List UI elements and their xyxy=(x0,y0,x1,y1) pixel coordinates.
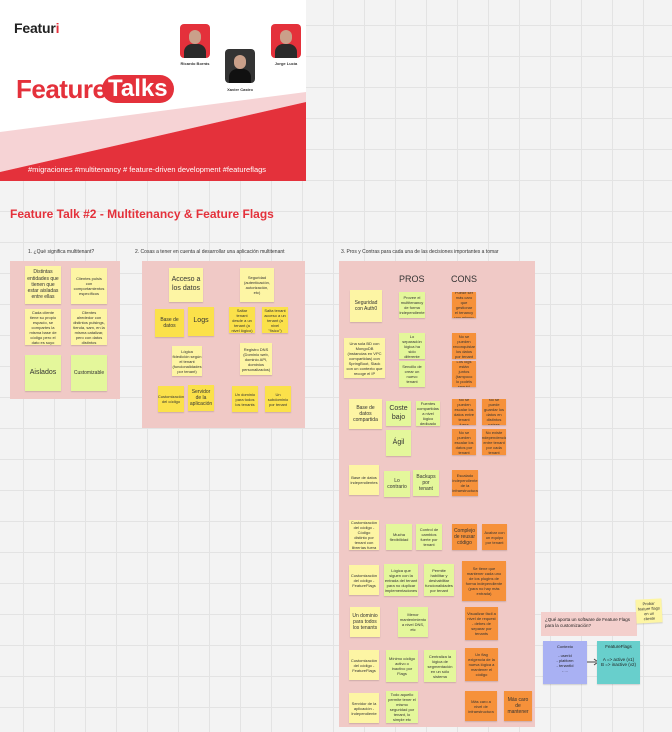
pros-heading: PROS xyxy=(399,274,425,284)
sticky-note[interactable]: Logs xyxy=(188,307,214,336)
sticky-note[interactable]: Visualizar fácil a nivel de request - de… xyxy=(465,607,498,640)
sticky-note[interactable]: Acceso a los datos xyxy=(169,268,203,302)
sticky-note[interactable]: Un subdominio por tenant xyxy=(265,386,291,412)
sticky-note[interactable]: Coste bajo xyxy=(386,401,411,426)
sticky-note[interactable]: Servidor de la aplicación xyxy=(188,385,214,411)
sticky-note[interactable]: Customización del código - FeatureFlags xyxy=(349,650,379,680)
sticky-note[interactable]: Una sola BD con MongoDB (instancias en V… xyxy=(344,338,385,378)
sticky-note[interactable]: Lógica que siguen con la entrada del ten… xyxy=(384,564,418,596)
sticky-note[interactable]: Mínimo código activo o inactivo por Flag… xyxy=(386,650,418,682)
sticky-note[interactable]: Distintas entidades que tienen que estar… xyxy=(25,266,61,304)
sticky-note[interactable]: Aislados xyxy=(25,355,61,391)
speaker-avatar xyxy=(225,49,255,83)
sticky-note[interactable]: Salta tenant acceso a un tenant (a nivel… xyxy=(262,307,288,333)
sticky-note[interactable]: Control de cambios fuerte por tenant xyxy=(416,524,442,550)
sticky-note[interactable]: Probar feature flags en un cliente xyxy=(635,598,663,624)
sticky-note[interactable]: No se pueden escalar los datos entre ten… xyxy=(452,399,476,425)
featureflags-card[interactable]: FeatureFlags A => active (v1) B => inact… xyxy=(597,641,640,684)
sticky-note[interactable]: Base de datos compartida xyxy=(349,399,382,429)
sticky-note[interactable]: Ágil xyxy=(386,430,411,456)
featureflags-card-lines: A => active (v1) B => inactive (v2) xyxy=(600,657,636,667)
sticky-note[interactable]: Los logs están juntos (tampoco lo podéis… xyxy=(452,361,476,387)
sticky-note[interactable]: Sencillo de crear un nuevo tenant xyxy=(399,361,425,387)
sticky-note[interactable]: Escalado independiente de la infraestruc… xyxy=(452,470,478,496)
sticky-note[interactable]: Más caro de mantener xyxy=(504,691,532,721)
banner-title: Feature xyxy=(16,74,107,104)
column-heading: 1. ¿Qué significa multitenant? xyxy=(28,249,95,255)
sticky-note[interactable]: Un dominio para todos los tenants xyxy=(350,607,380,637)
banner-title-pill: Talks xyxy=(102,75,174,103)
sticky-note[interactable]: Clientes pulsis con comportamientos espe… xyxy=(71,268,107,304)
sticky-note[interactable]: Lo separación lógica ha sido diferente xyxy=(399,333,425,359)
feature-talks-banner: Featuri Ricardo Borrás Xavier Castro Jor… xyxy=(0,0,306,181)
sticky-note[interactable]: Centraliza la lógica de segmentación en … xyxy=(424,650,456,682)
sticky-note[interactable]: Customización del código - Código distin… xyxy=(349,520,379,550)
sticky-note[interactable]: Un flag exigencia de la nueva lógica a m… xyxy=(465,648,498,681)
featureflags-card-title: FeatureFlags xyxy=(605,644,632,649)
sticky-note[interactable]: Clientes alrededor con distintos pulsing… xyxy=(71,309,107,345)
speaker-name: Jorge Lucía xyxy=(274,61,298,66)
page-title: Feature Talk #2 - Multitenancy & Feature… xyxy=(10,207,274,221)
speaker-avatar xyxy=(180,24,210,58)
sticky-note[interactable]: Servidor de la aplicación - Independient… xyxy=(349,693,379,723)
sticky-note[interactable]: Todo aquello permite tener el mismo segu… xyxy=(386,691,418,723)
sticky-note[interactable]: No se pueden reconquistar los datos por … xyxy=(452,333,476,359)
sticky-note[interactable]: Seguridad con Auth0 xyxy=(350,290,382,322)
sticky-note[interactable]: Customizable xyxy=(71,355,107,391)
sticky-note[interactable]: No se puede guardar los datos en distint… xyxy=(482,399,506,425)
sticky-note[interactable]: Lo contrario xyxy=(384,471,410,497)
sticky-note[interactable]: Se tiene que mantener cada uno de los pl… xyxy=(462,561,506,601)
sticky-note[interactable]: Base de datos independientes xyxy=(349,465,379,495)
sticky-note[interactable]: Un dominio para todos los tenants xyxy=(232,386,258,412)
featurit-logo: Featuri xyxy=(14,20,60,36)
speaker-avatar xyxy=(271,24,301,58)
speaker-name: Ricardo Borrás xyxy=(180,61,210,66)
sticky-note[interactable]: Customización del código - FeatureFlags xyxy=(349,565,379,595)
sticky-note[interactable]: Registro DNS (Dominio web, dominio API, … xyxy=(240,343,272,375)
sticky-note[interactable]: No existe independencia entre tenant por… xyxy=(482,429,506,455)
sticky-note[interactable]: Acabar con un equipo por tenant xyxy=(482,524,507,550)
column-heading: 3. Pros y Contras para cada una de las d… xyxy=(341,249,499,255)
banner-hashtags: #migraciones #multitenancy # feature-dri… xyxy=(28,165,267,174)
sticky-note[interactable]: Cada cliente tiene su propio espacio, se… xyxy=(25,309,61,345)
sticky-note[interactable]: Provee el multitenancy de forma independ… xyxy=(399,292,425,318)
sticky-note[interactable]: Complejo de reusar código xyxy=(452,524,477,550)
sticky-note[interactable]: No se pueden escalar los datos por tenan… xyxy=(452,429,476,455)
sticky-note[interactable]: Seguridad (autenticación, autorización, … xyxy=(240,268,274,302)
context-card-lines: - userId - platform - tenantId - ... xyxy=(556,653,574,673)
sticky-note[interactable]: Saltar tenant desde a un tenant (a nivel… xyxy=(229,307,255,333)
column-heading: 2. Cosas a tener en cuenta al desarrolla… xyxy=(135,249,285,255)
sticky-note[interactable]: Backups por tenant xyxy=(413,470,439,496)
sticky-note[interactable]: Lógica fidedición según el tenant (funci… xyxy=(172,346,202,376)
sticky-note[interactable]: Base de datos xyxy=(155,309,184,337)
cons-heading: CONS xyxy=(451,274,478,284)
sticky-note[interactable]: Permite habilitar y deshabilitar funcion… xyxy=(424,564,454,596)
feature-flags-question[interactable]: ¿Qué aporta un software de Feature Flags… xyxy=(541,612,637,636)
sticky-note[interactable]: Menor mantenimiento a nivel DNS, etc xyxy=(398,607,428,637)
sticky-note[interactable]: Puede ser más caro que gestionar el tena… xyxy=(452,292,476,318)
sticky-note[interactable]: Más caro a nivel de infraestructura xyxy=(465,691,497,721)
sticky-note[interactable]: Customización del código xyxy=(158,386,184,412)
sticky-note[interactable]: Mucha flexibilidad xyxy=(386,524,412,550)
speaker-name: Xavier Castro xyxy=(227,87,253,92)
context-card-title: Contexto xyxy=(556,644,573,649)
sticky-note[interactable]: Fuentes compartidas a nivel lógico dedic… xyxy=(416,401,440,426)
context-card[interactable]: Contexto - userId - platform - tenantId … xyxy=(543,641,587,684)
